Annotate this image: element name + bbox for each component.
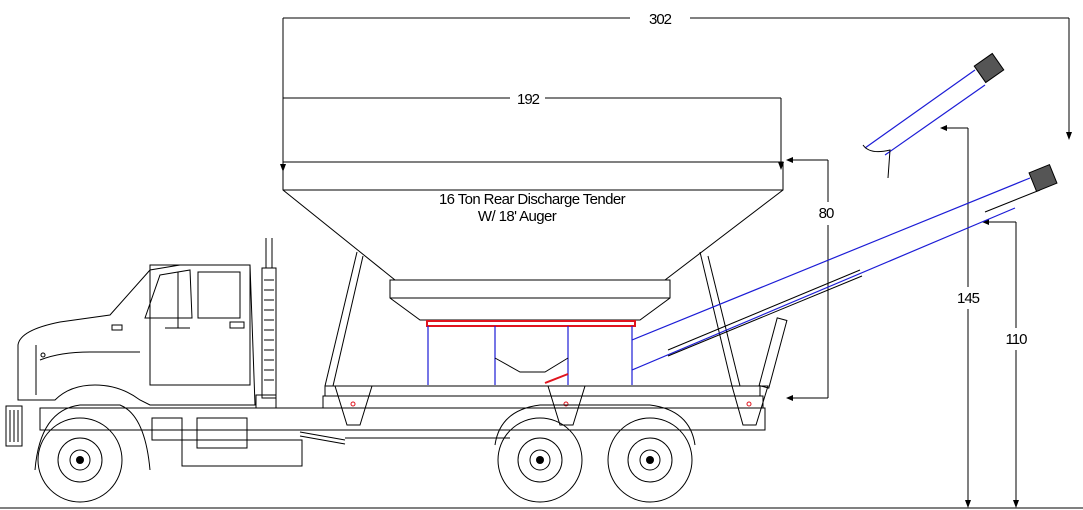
dimension-label-110: 110 bbox=[1006, 331, 1028, 348]
auger-raised bbox=[862, 52, 1005, 179]
diagram-title-line2: W/ 18' Auger bbox=[478, 208, 557, 225]
dimension-label-302: 302 bbox=[649, 11, 672, 28]
dimension-hopper-height: 80 bbox=[786, 157, 835, 401]
chassis bbox=[39, 385, 769, 467]
dimension-auger-raised: 145 bbox=[940, 125, 981, 508]
discharge-frame bbox=[427, 326, 633, 385]
dimension-label-145: 145 bbox=[957, 290, 980, 307]
diagram-title-line1: 16 Ton Rear Discharge Tender bbox=[439, 191, 626, 208]
truck-cab bbox=[5, 238, 277, 447]
rear-wheel-2 bbox=[607, 417, 693, 503]
dimension-label-80: 80 bbox=[819, 205, 834, 222]
dimension-overall-length: 302 bbox=[280, 11, 1072, 172]
dimension-hopper-length: 192 bbox=[282, 91, 784, 170]
dimension-label-192: 192 bbox=[517, 91, 540, 108]
front-wheel bbox=[34, 404, 151, 503]
hopper bbox=[282, 161, 784, 387]
auger-lowered bbox=[631, 163, 1058, 389]
dimension-auger-lowered: 110 bbox=[982, 219, 1028, 508]
rear-wheel-1 bbox=[497, 417, 583, 503]
